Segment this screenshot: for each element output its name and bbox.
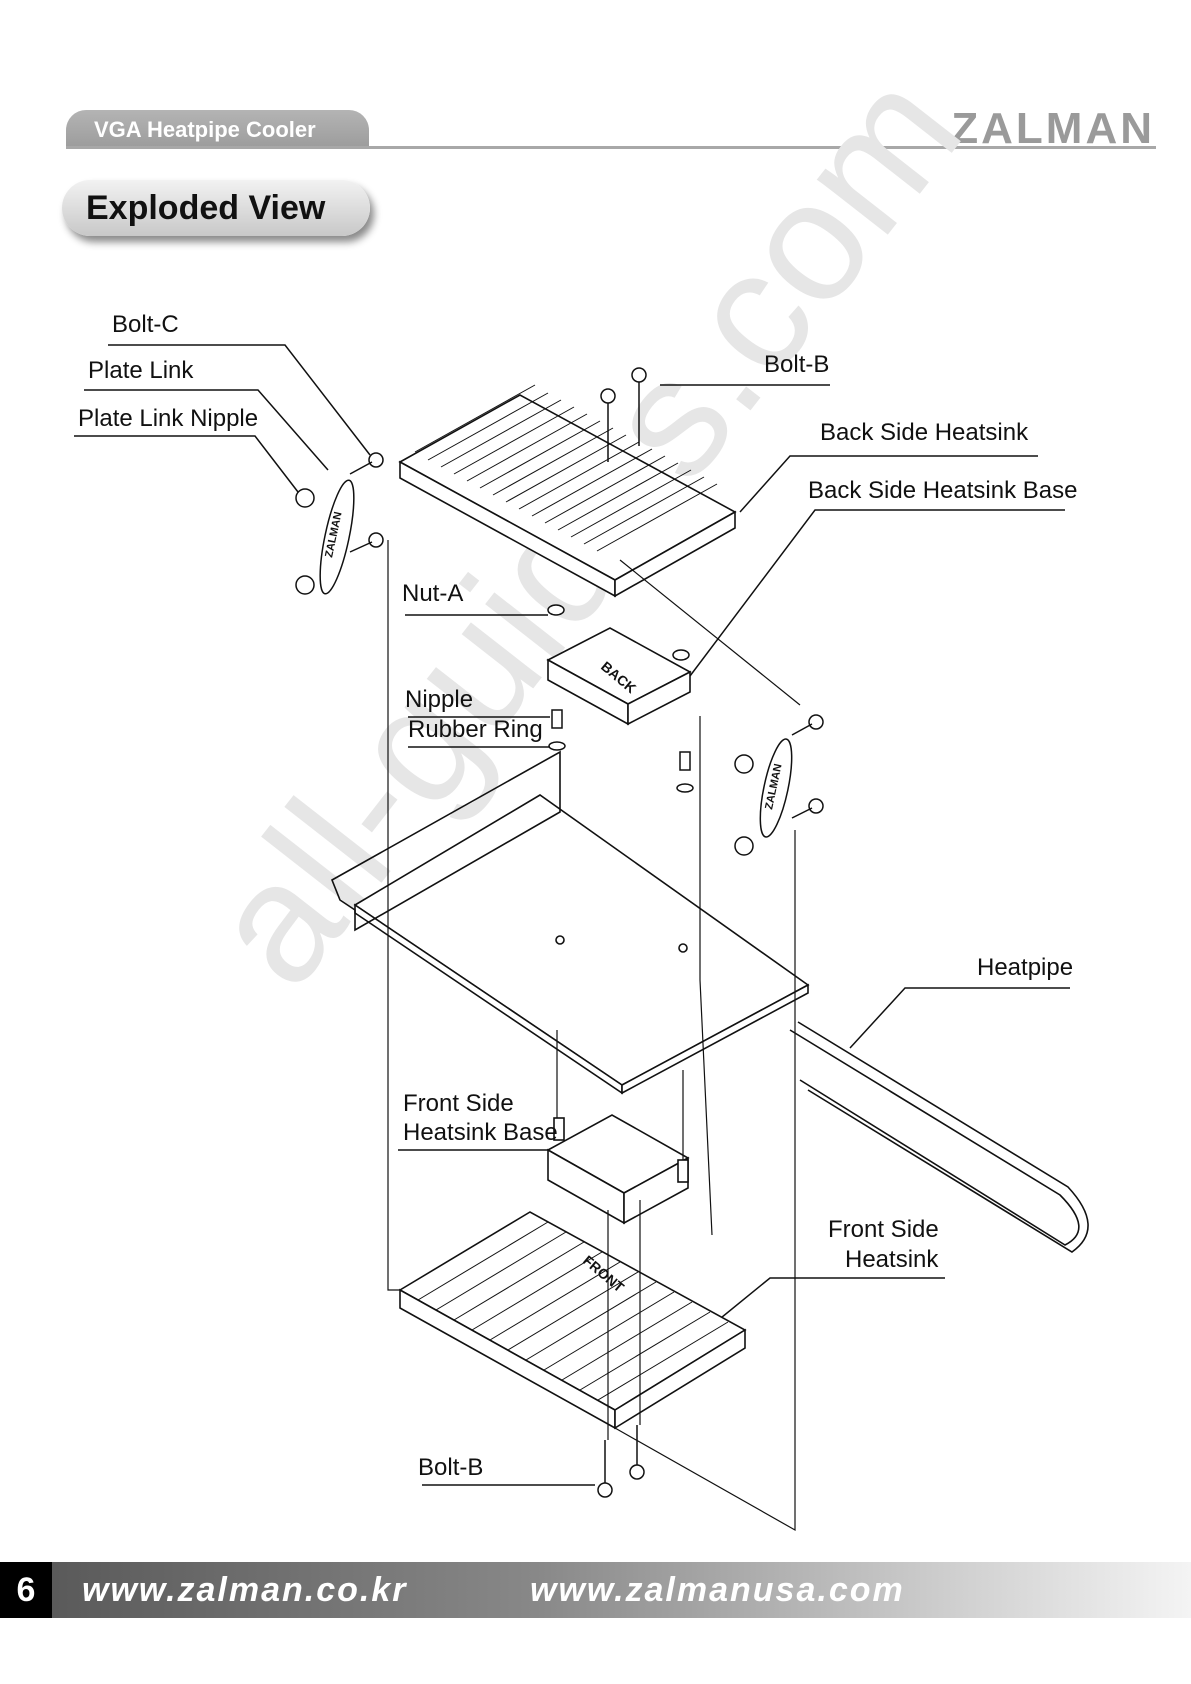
- label-bolt-b-top: Bolt-B: [764, 351, 829, 379]
- label-nut-a: Nut-A: [402, 580, 463, 608]
- label-back-side-heatsink: Back Side Heatsink: [820, 419, 1028, 447]
- label-front-side-heatsink-2: Heatsink: [845, 1246, 938, 1274]
- label-front-side-heatsink-base-1: Front Side: [403, 1090, 514, 1118]
- label-bolt-c: Bolt-C: [112, 311, 179, 339]
- label-back-side-heatsink-base: Back Side Heatsink Base: [808, 477, 1077, 505]
- leader-heatpipe: [850, 988, 1070, 1048]
- label-bolt-b-bottom: Bolt-B: [418, 1454, 483, 1482]
- front-side-heatsink: [400, 1212, 745, 1428]
- label-plate-link-nipple: Plate Link Nipple: [78, 405, 258, 433]
- leader-plate-link-nipple: [74, 436, 298, 492]
- label-front-side-heatsink-1: Front Side: [828, 1216, 939, 1244]
- nipple-rubber-ring: [549, 710, 693, 792]
- label-heatpipe: Heatpipe: [977, 954, 1073, 982]
- label-plate-link: Plate Link: [88, 357, 193, 385]
- leader-back-side-heatsink-base: [690, 510, 1065, 676]
- graphics-card: [332, 752, 808, 1093]
- bolt-b-bottom-pair: [598, 1425, 644, 1497]
- label-rubber-ring: Rubber Ring: [408, 716, 543, 744]
- front-side-heatsink-base: [548, 1115, 688, 1223]
- label-nipple: Nipple: [405, 686, 473, 714]
- bolt-b-top-pair: [601, 368, 646, 462]
- label-front-side-heatsink-base-2: Heatsink Base: [403, 1119, 558, 1147]
